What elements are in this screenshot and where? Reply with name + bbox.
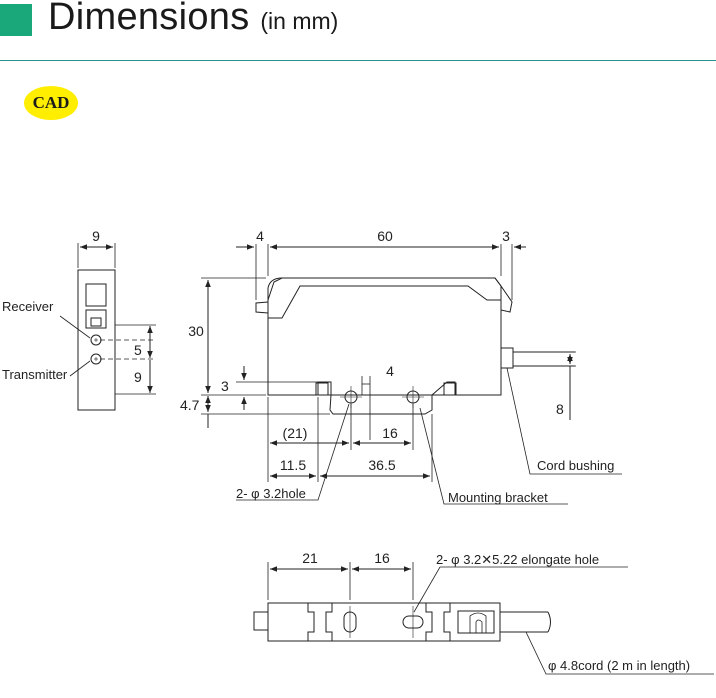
dim60: 60 xyxy=(377,228,393,244)
dim4-top: 4 xyxy=(256,228,264,244)
dim3-top: 3 xyxy=(502,228,510,244)
page-title-units: (in mm) xyxy=(260,8,339,34)
bottom-view-cord-end xyxy=(547,611,551,633)
side-dim9: 9 xyxy=(134,369,142,385)
bottom-view xyxy=(253,562,714,675)
side-view-clip xyxy=(85,309,107,329)
dim3-left: 3 xyxy=(221,378,229,394)
elongate-hole-leader xyxy=(413,566,628,613)
bracket-label: Mounting bracket xyxy=(448,490,548,505)
hole-label: 2- φ 3.2hole xyxy=(236,486,306,501)
elongate-hole-label: 2- φ 3.2✕5.22 elongate hole xyxy=(436,552,599,567)
dim8: 8 xyxy=(556,401,564,417)
side-dim5: 5 xyxy=(134,342,142,358)
bracket-left-foot xyxy=(315,382,329,396)
page-title: Dimensions (in mm) xyxy=(48,0,338,39)
bushing-leader xyxy=(506,367,622,475)
cord-leader xyxy=(525,631,714,675)
front-view-bushing xyxy=(500,347,514,369)
dim11-5: 11.5 xyxy=(280,457,306,473)
hole-leader xyxy=(236,403,350,501)
dim4-7: 4.7 xyxy=(180,397,200,413)
bottom-view-left-tab xyxy=(253,611,269,631)
side-view-clip-slot xyxy=(90,317,102,327)
front-view-tab xyxy=(255,301,269,314)
cord-label: φ 4.8cord (2 m in length) xyxy=(548,658,690,673)
front-view-cover xyxy=(267,277,502,319)
bottom-dim16: 16 xyxy=(374,550,390,566)
side-width-dim: 9 xyxy=(92,228,100,244)
cad-download-button[interactable]: CAD xyxy=(24,86,78,120)
transmitter-label: Transmitter xyxy=(2,367,68,382)
front-view-bracket xyxy=(268,381,501,415)
side-view-window xyxy=(85,283,107,307)
dim21-ref: (21) xyxy=(283,425,308,441)
header-divider xyxy=(0,60,716,61)
side-view xyxy=(59,243,156,411)
dim16: 16 xyxy=(382,425,398,441)
receiver-label: Receiver xyxy=(2,299,54,314)
page-header: Dimensions (in mm) xyxy=(0,0,716,62)
bracket-right-foot xyxy=(443,382,457,396)
dim36-5: 36.5 xyxy=(368,457,395,473)
bracket-leader xyxy=(419,407,568,505)
side-view-body xyxy=(77,269,116,411)
page-title-text: Dimensions xyxy=(48,0,250,38)
front-view-lever xyxy=(500,285,513,313)
front-view xyxy=(201,244,622,505)
bushing-label: Cord bushing xyxy=(537,458,614,473)
bottom-view-body xyxy=(267,602,501,642)
header-square-icon xyxy=(0,4,32,36)
dim30: 30 xyxy=(188,323,204,339)
front-view-body xyxy=(267,277,502,396)
dim4-bracket: 4 xyxy=(386,363,394,379)
bottom-dim21: 21 xyxy=(302,550,318,566)
